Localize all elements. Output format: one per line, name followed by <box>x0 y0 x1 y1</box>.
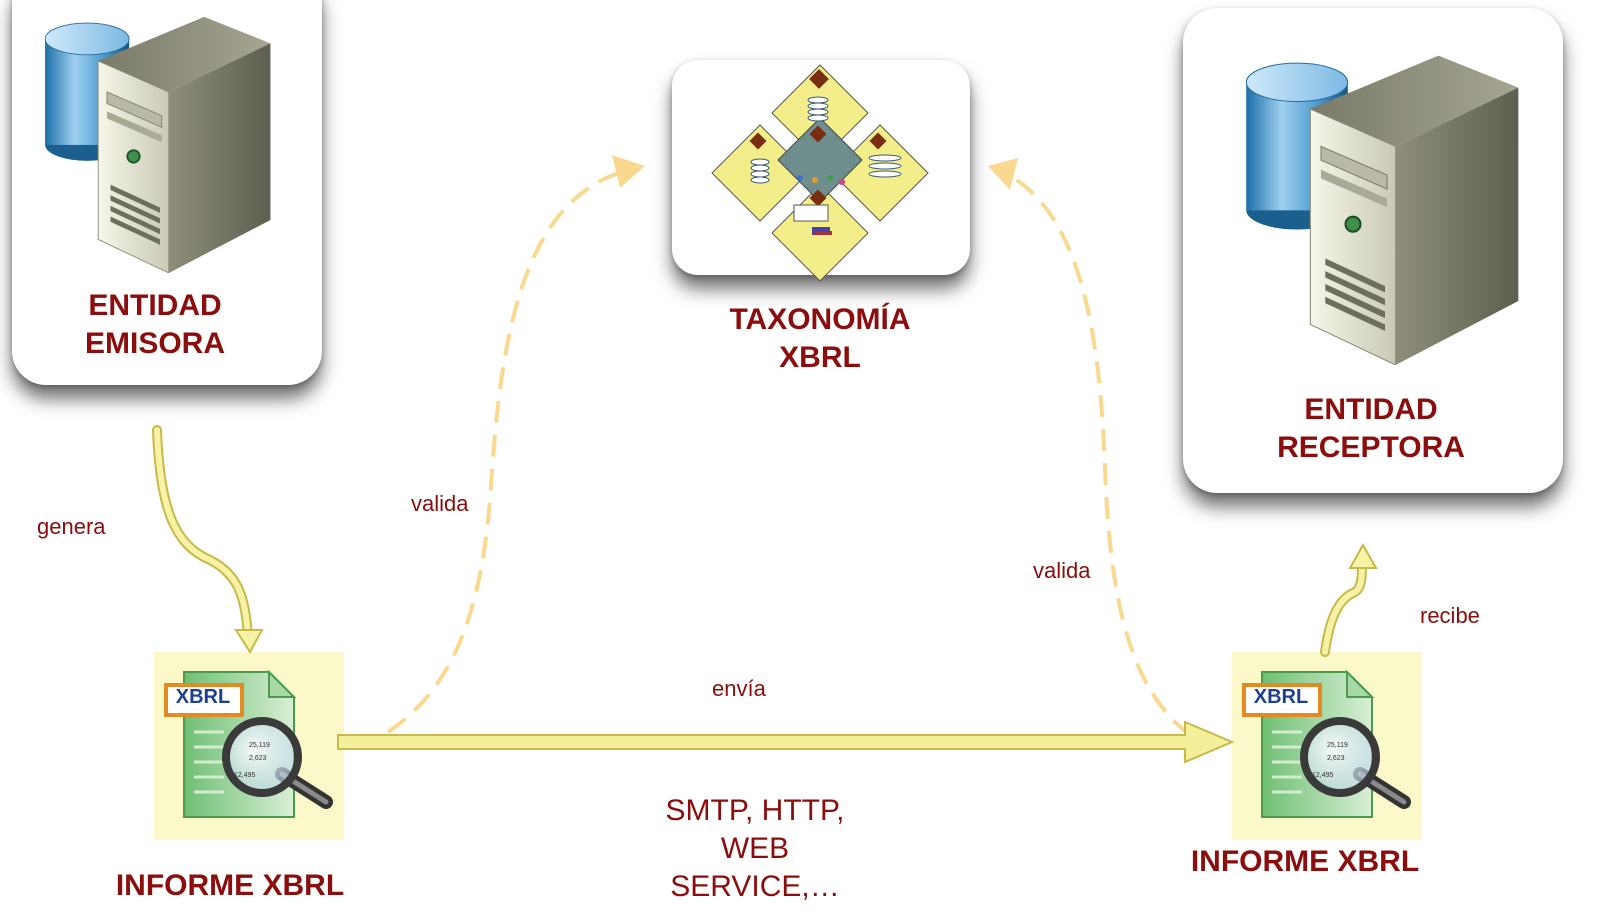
taxonomy-diagram-icon <box>711 64 929 282</box>
recibe-arrow <box>1320 542 1378 657</box>
taxonomia-label: TAXONOMÍA XBRL <box>729 303 911 374</box>
emisora-server-icon <box>45 15 272 273</box>
informe-right-badge: XBRL <box>1253 686 1309 708</box>
valida-right-arrow <box>988 158 1192 737</box>
recibe-label: recibe <box>1420 603 1480 628</box>
emisora-label: ENTIDAD EMISORA <box>84 289 225 360</box>
protocols-label: SMTP, HTTP, WEB SERVICE,… <box>665 794 845 903</box>
informe-left-badge: XBRL <box>175 686 231 708</box>
envia-arrow <box>337 720 1235 764</box>
receptora-label: ENTIDAD RECEPTORA <box>1277 393 1465 464</box>
informe-right-label: INFORME XBRL <box>1190 845 1420 878</box>
genera-label: genera <box>37 514 106 539</box>
receptora-server-icon <box>1245 54 1520 365</box>
genera-arrow <box>152 425 264 654</box>
valida-left-label: valida <box>411 491 469 516</box>
envia-label: envía <box>712 676 766 701</box>
valida-left-arrow <box>386 155 645 734</box>
valida-right-label: valida <box>1033 558 1091 583</box>
informe-left-label: INFORME XBRL <box>115 869 345 902</box>
